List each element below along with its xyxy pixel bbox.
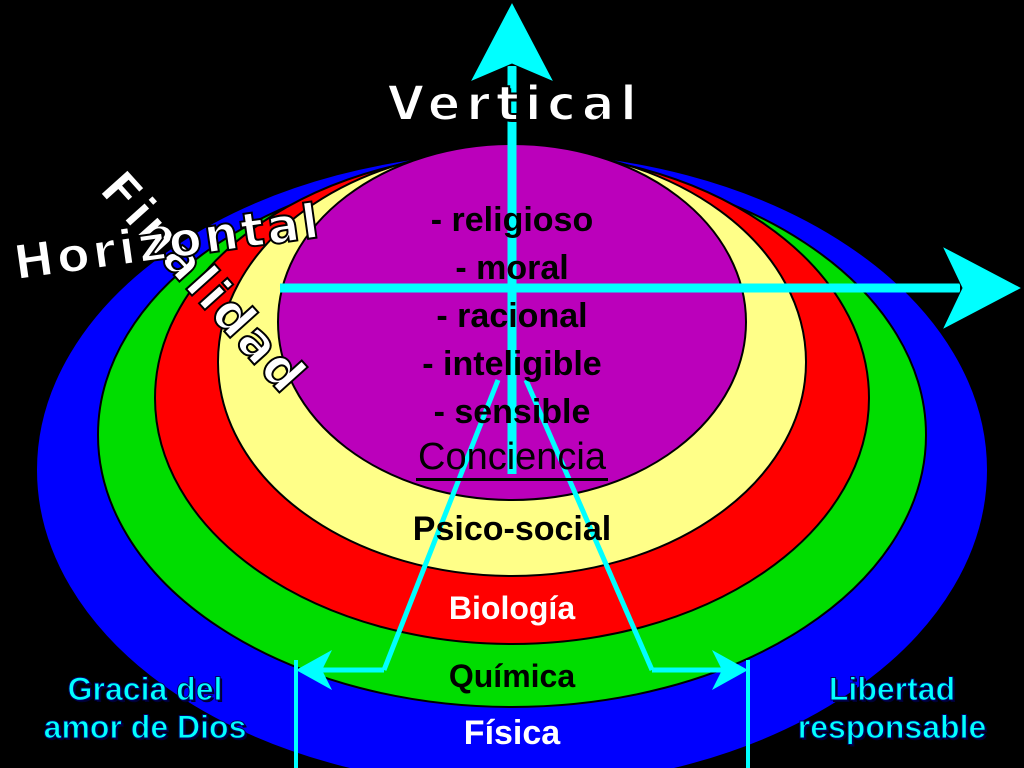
left-caption-line1: Gracia del: [67, 671, 223, 708]
right-caption: Libertad responsable: [770, 670, 1014, 746]
left-bottom-arrow: [294, 650, 384, 768]
layer-label-fisica: Física: [463, 714, 561, 752]
conciencia-item: - religioso: [430, 201, 594, 239]
layer-label-quimica: Química: [448, 658, 576, 694]
left-caption-line2: amor de Dios: [43, 709, 247, 746]
conciencia-item: - moral: [455, 249, 569, 287]
label-vertical: Vertical: [386, 75, 643, 133]
horizontal-arrow: [280, 244, 1024, 332]
right-caption-line1: Libertad: [828, 671, 956, 708]
diagonal-lines: [381, 379, 655, 671]
conciencia-list: - religioso - moral - racional - intelig…: [362, 196, 662, 436]
layer-label-biologia: Biología: [448, 590, 576, 626]
conciencia-item: - sensible: [433, 393, 591, 431]
conciencia-title-text: Conciencia: [416, 436, 608, 481]
conciencia-item: - inteligible: [422, 345, 602, 383]
right-bottom-arrow: [652, 650, 750, 768]
vertical-arrow: [468, 0, 556, 474]
conciencia-item: - racional: [436, 297, 588, 335]
right-caption-line2: responsable: [797, 709, 987, 746]
left-caption: Gracia del amor de Dios: [14, 670, 276, 746]
conciencia-title: Conciencia: [362, 436, 662, 481]
layer-label-psico-social: Psico-social: [412, 510, 612, 548]
